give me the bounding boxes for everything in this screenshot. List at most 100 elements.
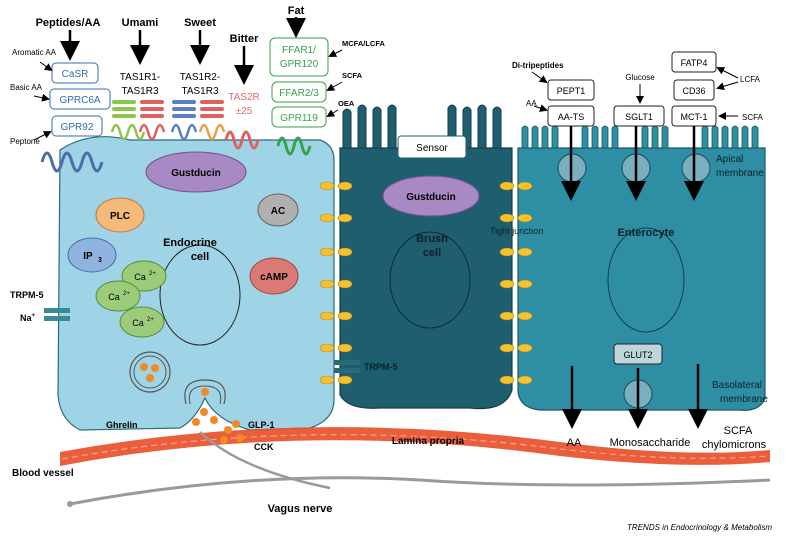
svg-text:2+: 2+: [149, 271, 156, 277]
blood-vessel-label: Blood vessel: [12, 468, 74, 479]
svg-text:Gustducin: Gustducin: [406, 192, 455, 203]
brush-cell-label-2: cell: [423, 247, 441, 259]
svg-text:FFAR1/: FFAR1/: [282, 45, 316, 56]
lcfa-arrow-2: [716, 81, 739, 91]
svg-text:GPR119: GPR119: [280, 113, 318, 124]
scfa-output-label: SCFA: [724, 425, 753, 437]
vagus-end: [67, 501, 73, 507]
gpr119-receptor: GPR119: [271, 106, 327, 128]
enterocyte-label: Enterocyte: [618, 227, 675, 239]
pept1-transporter: PEPT1: [547, 79, 595, 101]
svg-text:MCT-1: MCT-1: [681, 112, 708, 122]
calcium-ion-3: Ca 2+: [119, 306, 165, 338]
oea-arrow: [326, 109, 339, 118]
released-hormones: [192, 408, 244, 444]
blood-vessel-stripe: [61, 434, 769, 460]
svg-text:GLUT2: GLUT2: [623, 350, 652, 360]
di-tripeptides-label: Di-tripeptides: [512, 61, 564, 70]
vagus-branch: [199, 431, 331, 490]
ffar1-gpr120-receptor: FFAR1/ GPR120: [269, 37, 329, 77]
svg-text:GPR120: GPR120: [280, 59, 319, 70]
endocrine-nucleus: [159, 244, 241, 346]
svg-text:IP: IP: [83, 251, 93, 262]
trpm5-label-left: TRPM-5: [10, 290, 44, 300]
tight-junction-label: Tight junction: [490, 226, 543, 236]
trpm5-label-brush: TRPM-5: [364, 362, 398, 372]
endocrine-cell-label-1: Endocrine: [163, 237, 217, 249]
aa-output-label: AA: [567, 437, 582, 449]
umami-receptor-graphic: [110, 100, 166, 141]
oea-label: OEA: [338, 99, 355, 108]
peptone-arrow: [33, 131, 52, 141]
svg-text:3: 3: [98, 257, 102, 264]
camp-messenger: cAMP: [249, 257, 299, 295]
trpm5-channel-left: [44, 308, 70, 321]
basic-aa-label: Basic AA: [10, 83, 43, 92]
tight-junctions-left: [319, 181, 353, 385]
enterocyte-nucleus: [607, 227, 685, 333]
mct1-transporter: MCT-1: [671, 105, 717, 127]
di-tripeptides-arrow: [531, 71, 548, 84]
sensor-box: Sensor: [397, 135, 467, 159]
svg-text:SGLT1: SGLT1: [625, 112, 653, 122]
ffar23-receptor: FFAR2/3: [271, 81, 327, 103]
apical-label-1: Apical: [716, 154, 743, 165]
tight-junctions-right: [499, 181, 533, 385]
svg-text:Sensor: Sensor: [416, 143, 448, 154]
svg-text:CD36: CD36: [682, 86, 705, 96]
secretory-vesicle: [129, 351, 171, 393]
gustducin-brush: Gustducin: [382, 175, 480, 217]
scfa-top-arrow: [326, 81, 343, 91]
ac-enzyme: AC: [257, 193, 299, 227]
mcfa-arrow: [328, 49, 343, 57]
tas1r3-label-a: TAS1R3: [121, 86, 158, 97]
enterocyte-microvilli: [521, 125, 759, 149]
scfa-top-label: SCFA: [342, 71, 363, 80]
tas2r-label: TAS2R: [228, 92, 260, 103]
lamina-propria-label: Lamina propria: [392, 436, 465, 447]
sglt1-transporter: SGLT1: [613, 105, 665, 127]
exocytosis-pore: [184, 379, 226, 405]
brush-cell: [339, 147, 513, 410]
peptides-aa-title: Peptides/AA: [36, 17, 101, 29]
svg-text:PLC: PLC: [110, 211, 130, 222]
aromatic-arrow: [39, 61, 53, 72]
scfa-enterocyte-label: SCFA: [742, 113, 764, 122]
svg-text:2+: 2+: [123, 291, 130, 297]
tas2r-count: ±25: [236, 106, 253, 117]
lcfa-arrow-1: [716, 67, 739, 79]
tas1r3-label-b: TAS1R3: [181, 86, 218, 97]
endocrine-cell-label-2: cell: [191, 251, 209, 263]
svg-text:FATP4: FATP4: [681, 58, 708, 68]
bitter-title: Bitter: [230, 33, 259, 45]
fat-title: Fat: [288, 5, 305, 17]
tas1r1-label: TAS1R1-: [120, 72, 160, 83]
svg-text:Gustducin: Gustducin: [171, 168, 220, 179]
svg-text:GPR92: GPR92: [61, 122, 94, 133]
glut2-transporter: GLUT2: [613, 343, 663, 365]
aromatic-aa-label: Aromatic AA: [12, 48, 57, 57]
calcium-ion-1: Ca 2+: [121, 260, 167, 292]
glucose-label: Glucose: [625, 73, 655, 82]
gpcr-blue-left: [40, 151, 104, 173]
brush-nucleus: [389, 231, 471, 329]
svg-text:GPRC6A: GPRC6A: [59, 95, 100, 106]
sweet-title: Sweet: [184, 17, 216, 29]
svg-text:Ca: Ca: [132, 318, 144, 328]
gprc6a-receptor: GPRC6A: [49, 88, 111, 110]
gustducin-endocrine: Gustducin: [145, 151, 247, 193]
casr-receptor: CaSR: [51, 62, 99, 84]
ghrelin-label: Ghrelin: [106, 420, 138, 430]
umami-title: Umami: [122, 17, 159, 29]
gpr92-receptor: GPR92: [51, 115, 103, 137]
svg-text:Ca: Ca: [134, 272, 146, 282]
svg-text:2+: 2+: [147, 317, 154, 323]
aa-small-arrow: [533, 104, 548, 112]
journal-credit: TRENDS in Endocrinology & Metabolism: [627, 523, 772, 532]
cck-label: CCK: [254, 442, 274, 452]
fat-receptor-graphic: [276, 136, 312, 156]
aa-small-label: AA: [526, 99, 537, 108]
svg-text:AA-TS: AA-TS: [558, 112, 585, 122]
svg-text:FFAR2/3: FFAR2/3: [279, 88, 319, 99]
svg-text:PEPT1: PEPT1: [557, 86, 586, 96]
